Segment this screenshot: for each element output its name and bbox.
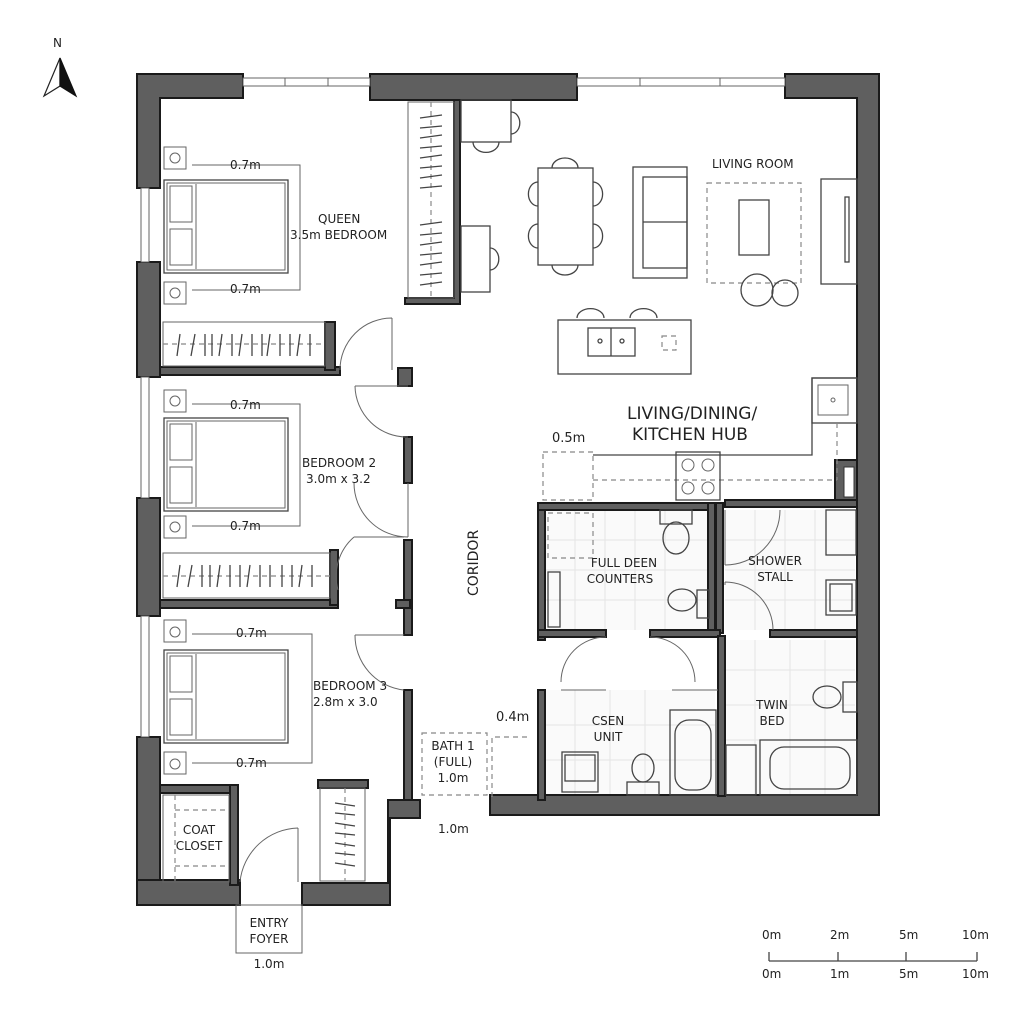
bedroom3-dim-bottom: 0.7m bbox=[236, 756, 267, 770]
queen-bedroom-label-2: 3.5m BEDROOM bbox=[290, 228, 388, 242]
full-deen-label-1: FULL DEEN bbox=[590, 556, 658, 570]
csen-label-1: CSEN bbox=[591, 714, 625, 728]
beds bbox=[163, 146, 313, 775]
bedroom3-bed bbox=[163, 619, 313, 775]
entry-foyer-outline bbox=[235, 904, 303, 954]
queen-bed bbox=[163, 146, 301, 305]
bath1-label-1: BATH 1 bbox=[431, 739, 475, 753]
scale-bottom-0: 0m bbox=[762, 967, 782, 981]
bath1-dim-side: 0.4m bbox=[496, 710, 530, 725]
bath1-label-3: 1.0m bbox=[437, 771, 469, 785]
bedroom2-label-2: 3.0m x 3.2 bbox=[306, 472, 371, 486]
tile-floor bbox=[545, 510, 855, 795]
bedroom2-dim-top: 0.7m bbox=[230, 398, 261, 412]
entry-label-1: ENTRY bbox=[249, 916, 289, 930]
scale-bottom-1: 1m bbox=[830, 967, 850, 981]
exterior-walls bbox=[136, 73, 880, 906]
bedroom3-label-2: 2.8m x 3.0 bbox=[313, 695, 378, 709]
corridor-label: CORIDOR bbox=[466, 529, 482, 596]
compass-label: N bbox=[53, 36, 62, 50]
csen-label-2: UNIT bbox=[593, 730, 623, 744]
hub-label-2: KITCHEN HUB bbox=[632, 425, 748, 445]
kitchen bbox=[542, 377, 858, 501]
twin-label-1: TWIN bbox=[756, 698, 788, 712]
queen-bedroom-label-1: QUEEN bbox=[318, 212, 361, 226]
twin-label-2: BED bbox=[759, 714, 785, 728]
scale-top-0: 0m bbox=[762, 928, 782, 942]
scale-bottom-3: 10m bbox=[962, 967, 989, 981]
bath1-dim-below: 1.0m bbox=[438, 822, 469, 836]
bath1-zone bbox=[421, 732, 530, 797]
bedroom2-dim-bottom: 0.7m bbox=[230, 519, 261, 533]
queen-dim-top: 0.7m bbox=[230, 158, 261, 172]
coat-closet-label-2: CLOSET bbox=[175, 839, 223, 853]
entry-label-2: FOYER bbox=[249, 932, 289, 946]
bath-fixtures bbox=[547, 509, 858, 796]
scale-bar bbox=[768, 952, 978, 962]
north-arrow-icon bbox=[42, 57, 78, 98]
windows bbox=[140, 77, 786, 738]
bath1-label-2: (FULL) bbox=[433, 755, 473, 769]
shower-label-2: STALL bbox=[757, 570, 793, 584]
scale-top-3: 10m bbox=[962, 928, 989, 942]
hub-dim: 0.5m bbox=[552, 431, 586, 446]
queen-dim-bottom: 0.7m bbox=[230, 282, 261, 296]
bedroom2-bed bbox=[163, 389, 301, 539]
coat-closet-label-1: COAT bbox=[182, 823, 216, 837]
hub-label-1: LIVING/DINING/ bbox=[627, 404, 758, 424]
bedroom2-label-1: BEDROOM 2 bbox=[302, 456, 377, 470]
scale-top-1: 2m bbox=[830, 928, 850, 942]
scale-top-2: 5m bbox=[899, 928, 919, 942]
living-furniture bbox=[460, 99, 858, 375]
full-deen-label-2: COUNTERS bbox=[586, 572, 654, 586]
wardrobes bbox=[162, 101, 455, 883]
bedroom3-dim-top: 0.7m bbox=[236, 626, 267, 640]
shower-label-1: SHOWER bbox=[748, 554, 802, 568]
scale-bottom-2: 5m bbox=[899, 967, 919, 981]
living-room-label: LIVING ROOM bbox=[712, 157, 794, 171]
entry-dim: 1.0m bbox=[253, 957, 285, 971]
bedroom3-label-1: BEDROOM 3 bbox=[313, 679, 388, 693]
doors bbox=[239, 317, 781, 883]
